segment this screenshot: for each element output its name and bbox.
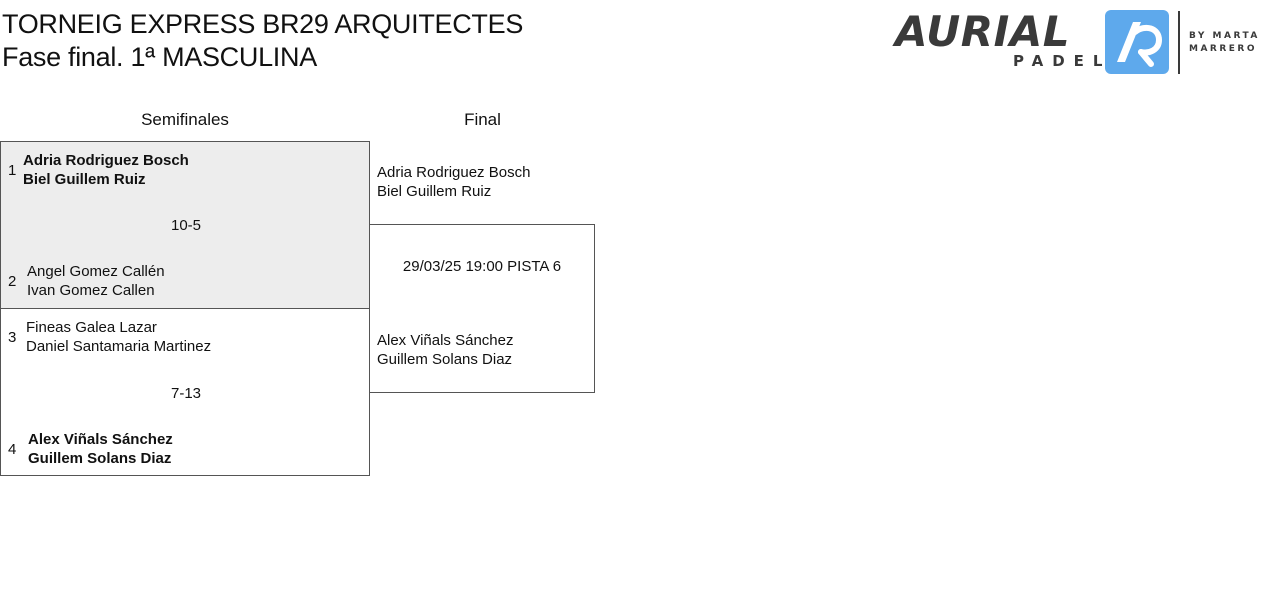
player-name: Guillem Solans Diaz: [28, 450, 172, 467]
pair-seed-3: 3 Fineas Galea Lazar Daniel Santamaria M…: [1, 318, 371, 358]
player-name: Adria Rodriguez Bosch: [377, 164, 531, 181]
final-team-2: Alex Viñals Sánchez Guillem Solans Diaz: [377, 331, 513, 369]
final-team-1: Adria Rodriguez Bosch Biel Guillem Ruiz: [377, 163, 530, 201]
logo-wordmark: AURIAL: [895, 7, 1070, 56]
logo-ap-icon: [1105, 10, 1169, 74]
page-title: TORNEIG EXPRESS BR29 ARQUITECTES Fase fi…: [2, 8, 523, 74]
final-match-box: [369, 224, 595, 393]
aurial-padel-logo: AURIAL PADEL BY MARTA MARRERO: [895, 8, 1275, 78]
logo-divider: [1178, 11, 1180, 74]
player-name: Guillem Solans Diaz: [377, 351, 513, 368]
seed-number: 3: [8, 329, 17, 346]
final-header: Final: [464, 110, 501, 129]
pair-names: Fineas Galea Lazar Daniel Santamaria Mar…: [26, 318, 211, 356]
phase-category: Fase final. 1ª MASCULINA: [2, 42, 317, 72]
final-schedule: 29/03/25 19:00 PISTA 6: [402, 258, 562, 275]
player-name: Daniel Santamaria Martinez: [26, 338, 212, 355]
semifinals-header: Semifinales: [141, 110, 229, 129]
pair-names: Angel Gomez Callén Ivan Gomez Callen: [27, 262, 165, 300]
player-name: Alex Viñals Sánchez: [377, 332, 514, 349]
pair-seed-1: 1 Adria Rodriguez Bosch Biel Guillem Rui…: [1, 150, 371, 190]
player-name: Adria Rodriguez Bosch: [23, 152, 189, 169]
logo-subtitle: PADEL: [1013, 52, 1112, 70]
match-score: 7-13: [170, 385, 202, 402]
semifinal-match-2: 3 Fineas Galea Lazar Daniel Santamaria M…: [0, 308, 370, 476]
pair-names: Adria Rodriguez Bosch Biel Guillem Ruiz: [23, 151, 189, 189]
player-name: Ivan Gomez Callen: [27, 282, 155, 299]
semifinal-match-1: 1 Adria Rodriguez Bosch Biel Guillem Rui…: [0, 141, 370, 309]
seed-number: 4: [8, 441, 17, 458]
player-name: Biel Guillem Ruiz: [377, 183, 492, 200]
logo-byline: BY MARTA MARRERO: [1189, 31, 1260, 54]
pair-seed-2: 2 Angel Gomez Callén Ivan Gomez Callen: [1, 261, 371, 301]
seed-number: 1: [8, 162, 17, 179]
player-name: Alex Viñals Sánchez: [28, 431, 173, 448]
pair-seed-4: 4 Alex Viñals Sánchez Guillem Solans Dia…: [1, 429, 371, 469]
player-name: Biel Guillem Ruiz: [23, 171, 146, 188]
match-score: 10-5: [170, 217, 202, 234]
tournament-name: TORNEIG EXPRESS BR29 ARQUITECTES: [2, 9, 524, 39]
pair-names: Alex Viñals Sánchez Guillem Solans Diaz: [28, 430, 173, 468]
player-name: Fineas Galea Lazar: [26, 319, 157, 336]
seed-number: 2: [8, 273, 17, 290]
player-name: Angel Gomez Callén: [27, 263, 165, 280]
